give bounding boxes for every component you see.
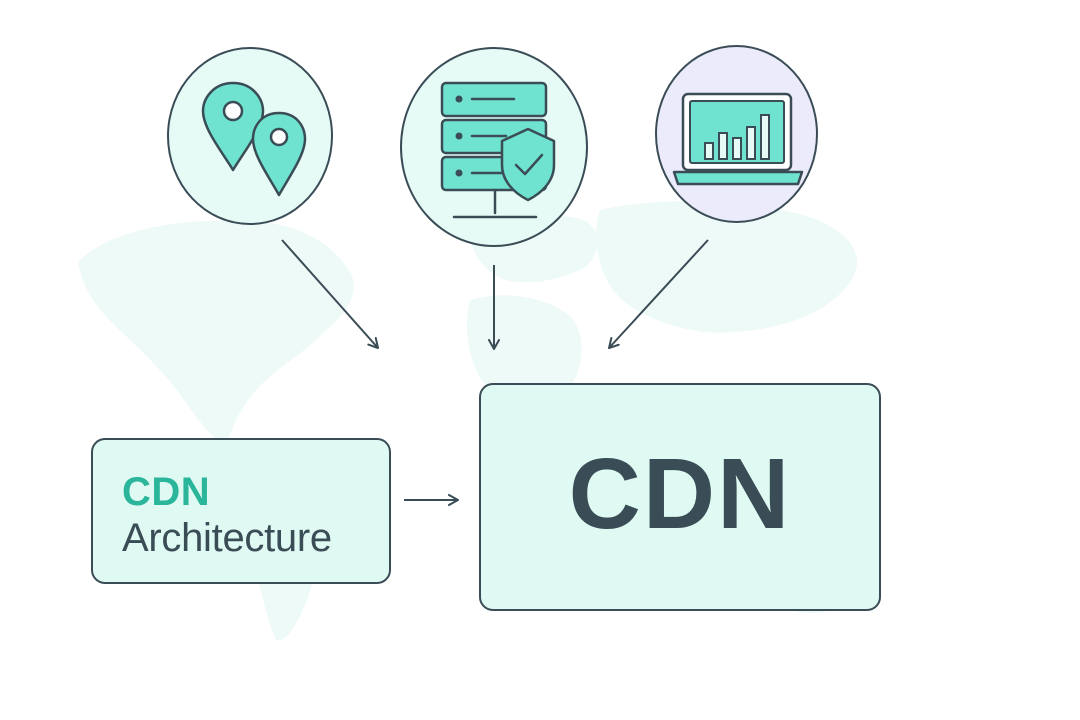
- map-north-america: [78, 220, 354, 448]
- label-subtitle: Architecture: [122, 516, 332, 560]
- cdn-box: CDN: [479, 383, 881, 611]
- node-locations: [167, 47, 333, 225]
- arrow-analytics-to-cdn: [608, 239, 709, 349]
- map-africa: [466, 295, 582, 395]
- map-asia: [596, 201, 857, 333]
- label-title: CDN: [122, 470, 211, 514]
- laptop-chart-icon: [672, 92, 804, 186]
- label-box: CDN Architecture: [91, 438, 391, 584]
- server-shield-icon: [440, 81, 556, 219]
- node-servers: [400, 47, 588, 247]
- map-pin-icon: [201, 81, 307, 197]
- arrow-locations-to-cdn: [281, 239, 379, 349]
- node-analytics: [655, 45, 818, 223]
- cdn-title: CDN: [568, 438, 792, 550]
